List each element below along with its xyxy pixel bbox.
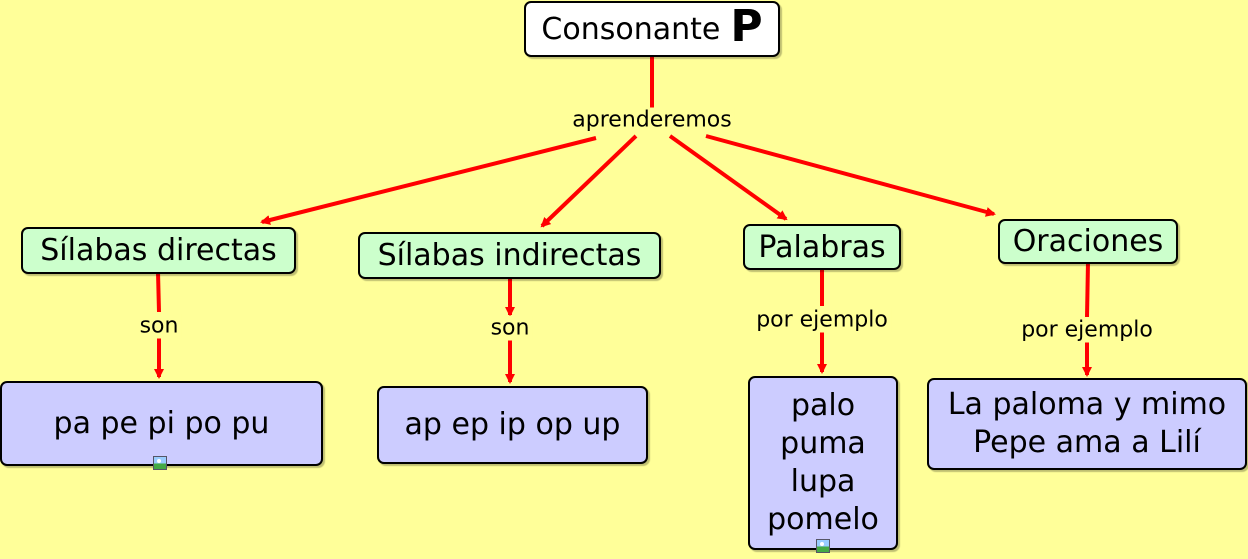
example-oracion[interactable]: La paloma y mimo Pepe ama a Lilí	[927, 378, 1247, 470]
link-label-por-ejemplo: por ejemplo	[753, 307, 891, 333]
image-attachment-icon[interactable]	[816, 539, 830, 553]
root-letter: P	[730, 0, 763, 52]
concept-label: Sílabas indirectas	[377, 238, 642, 273]
arrow-to-oraciones	[705, 134, 996, 217]
link-label-son: son	[136, 313, 182, 339]
link-label-por-ejemplo: por ejemplo	[1018, 317, 1156, 343]
example-line: palo	[790, 388, 856, 423]
concept-label: Sílabas directas	[40, 233, 277, 268]
link-label-aprenderemos: aprenderemos	[569, 107, 735, 133]
example-text: pa pe pi po pu	[53, 405, 270, 441]
example-pa-pe-pi-po-pu[interactable]: pa pe pi po pu	[0, 381, 323, 466]
concept-palabras[interactable]: Palabras	[743, 224, 901, 270]
image-attachment-icon[interactable]	[153, 456, 167, 470]
concept-silabas-indirectas[interactable]: Sílabas indirectas	[358, 232, 661, 279]
concept-label: Oraciones	[1012, 224, 1164, 259]
root-node[interactable]: Consonante P	[524, 1, 780, 57]
example-line: La paloma y mimo	[947, 387, 1227, 422]
example-line: pomelo	[767, 502, 879, 537]
connector-directas-to-son	[156, 271, 161, 313]
root-label: Consonante	[541, 11, 721, 47]
example-line: Pepe ama a Lilí	[973, 425, 1201, 460]
link-label-son: son	[487, 315, 533, 341]
arrow-to-palabras	[668, 134, 788, 221]
arrow-to-silabas-indirectas	[540, 134, 638, 228]
example-line: lupa	[790, 464, 856, 499]
concept-oraciones[interactable]: Oraciones	[998, 219, 1178, 264]
concept-silabas-directas[interactable]: Sílabas directas	[21, 227, 296, 274]
concept-label: Palabras	[758, 229, 886, 265]
example-line: puma	[780, 426, 866, 461]
example-ap-ep-ip-op-up[interactable]: ap ep ip op up	[377, 386, 648, 464]
example-text: ap ep ip op up	[404, 407, 621, 442]
example-palabras-list[interactable]: palo puma lupa pomelo	[748, 376, 898, 550]
connector-oraciones-to-por-ejemplo	[1085, 261, 1090, 318]
arrow-to-silabas-directas	[260, 136, 597, 225]
